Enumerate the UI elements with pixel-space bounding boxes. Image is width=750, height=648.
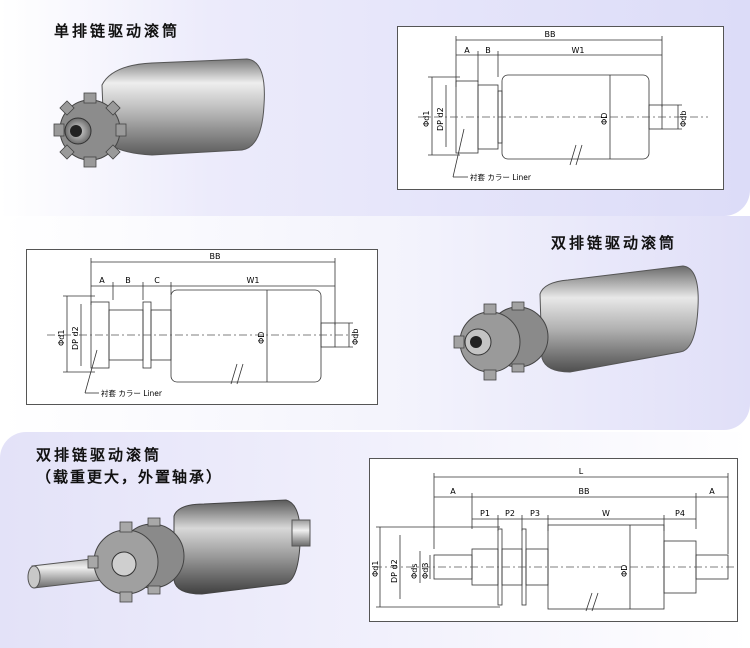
dim-phi-D: ΦD xyxy=(257,332,266,344)
dim-phi-D: ΦD xyxy=(600,113,609,125)
dim-phi-ds: Φds xyxy=(410,563,419,579)
dim-phi-db: Φdb xyxy=(351,329,360,345)
section3-drawing: L A BB A P1 P2 P3 W P4 Φd1 DP d2 Φds Φd3… xyxy=(369,458,738,622)
dim-phi-D: ΦD xyxy=(620,565,629,577)
dim-dp-d2: DP d2 xyxy=(390,559,399,583)
dim-p4: P4 xyxy=(675,509,685,518)
sprocket-shape xyxy=(53,92,127,168)
dim-phi-d1: Φd1 xyxy=(422,111,431,127)
dim-a-left: A xyxy=(450,487,456,496)
dim-bb: BB xyxy=(210,252,221,261)
dim-phi-d1: Φd1 xyxy=(57,330,66,346)
double-sprocket-roller-photo xyxy=(453,265,699,381)
dim-w1: W1 xyxy=(572,46,585,55)
double-sprocket-shape xyxy=(87,517,185,603)
dim-dp-d2: DP d2 xyxy=(71,326,80,350)
section3-title-line2: （载重更大，外置轴承） xyxy=(36,468,224,486)
dim-phi-d3: Φd3 xyxy=(421,563,430,579)
dim-a-right: A xyxy=(709,487,715,496)
dim-dp-d2: DP d2 xyxy=(436,107,445,131)
section2-drawing: BB A B C W1 Φd1 DP d2 ΦD Φdb 衬套 カラー Line… xyxy=(26,249,378,405)
liner-label: 衬套 カラー Liner xyxy=(101,388,163,398)
dim-b: B xyxy=(485,46,491,55)
dim-c: C xyxy=(154,276,160,285)
dim-p3: P3 xyxy=(530,509,540,518)
double-sprocket-shape xyxy=(453,301,549,381)
dim-p2: P2 xyxy=(505,509,515,518)
section1-title: 单排链驱动滚筒 xyxy=(54,22,181,40)
external-bearing-roller-photo xyxy=(27,499,311,603)
dim-w1: W1 xyxy=(247,276,260,285)
dim-phi-d1: Φd1 xyxy=(371,561,380,577)
liner-label: 衬套 カラー Liner xyxy=(470,172,532,182)
dim-b: B xyxy=(125,276,131,285)
dim-a: A xyxy=(99,276,105,285)
single-sprocket-roller-photo xyxy=(53,58,265,168)
dim-l: L xyxy=(579,467,584,476)
dim-bb: BB xyxy=(545,30,556,39)
dim-a: A xyxy=(464,46,470,55)
section1-drawing: BB A B W1 Φd1 DP d2 ΦD Φdb 衬套 カラー Liner xyxy=(397,26,724,190)
dim-bb: BB xyxy=(579,487,590,496)
section2-title: 双排链驱动滚筒 xyxy=(551,234,678,252)
dim-phi-db: Φdb xyxy=(679,111,688,127)
dim-w: W xyxy=(602,509,610,518)
section3-title-line1: 双排链驱动滚筒 xyxy=(36,446,163,464)
dim-p1: P1 xyxy=(480,509,490,518)
